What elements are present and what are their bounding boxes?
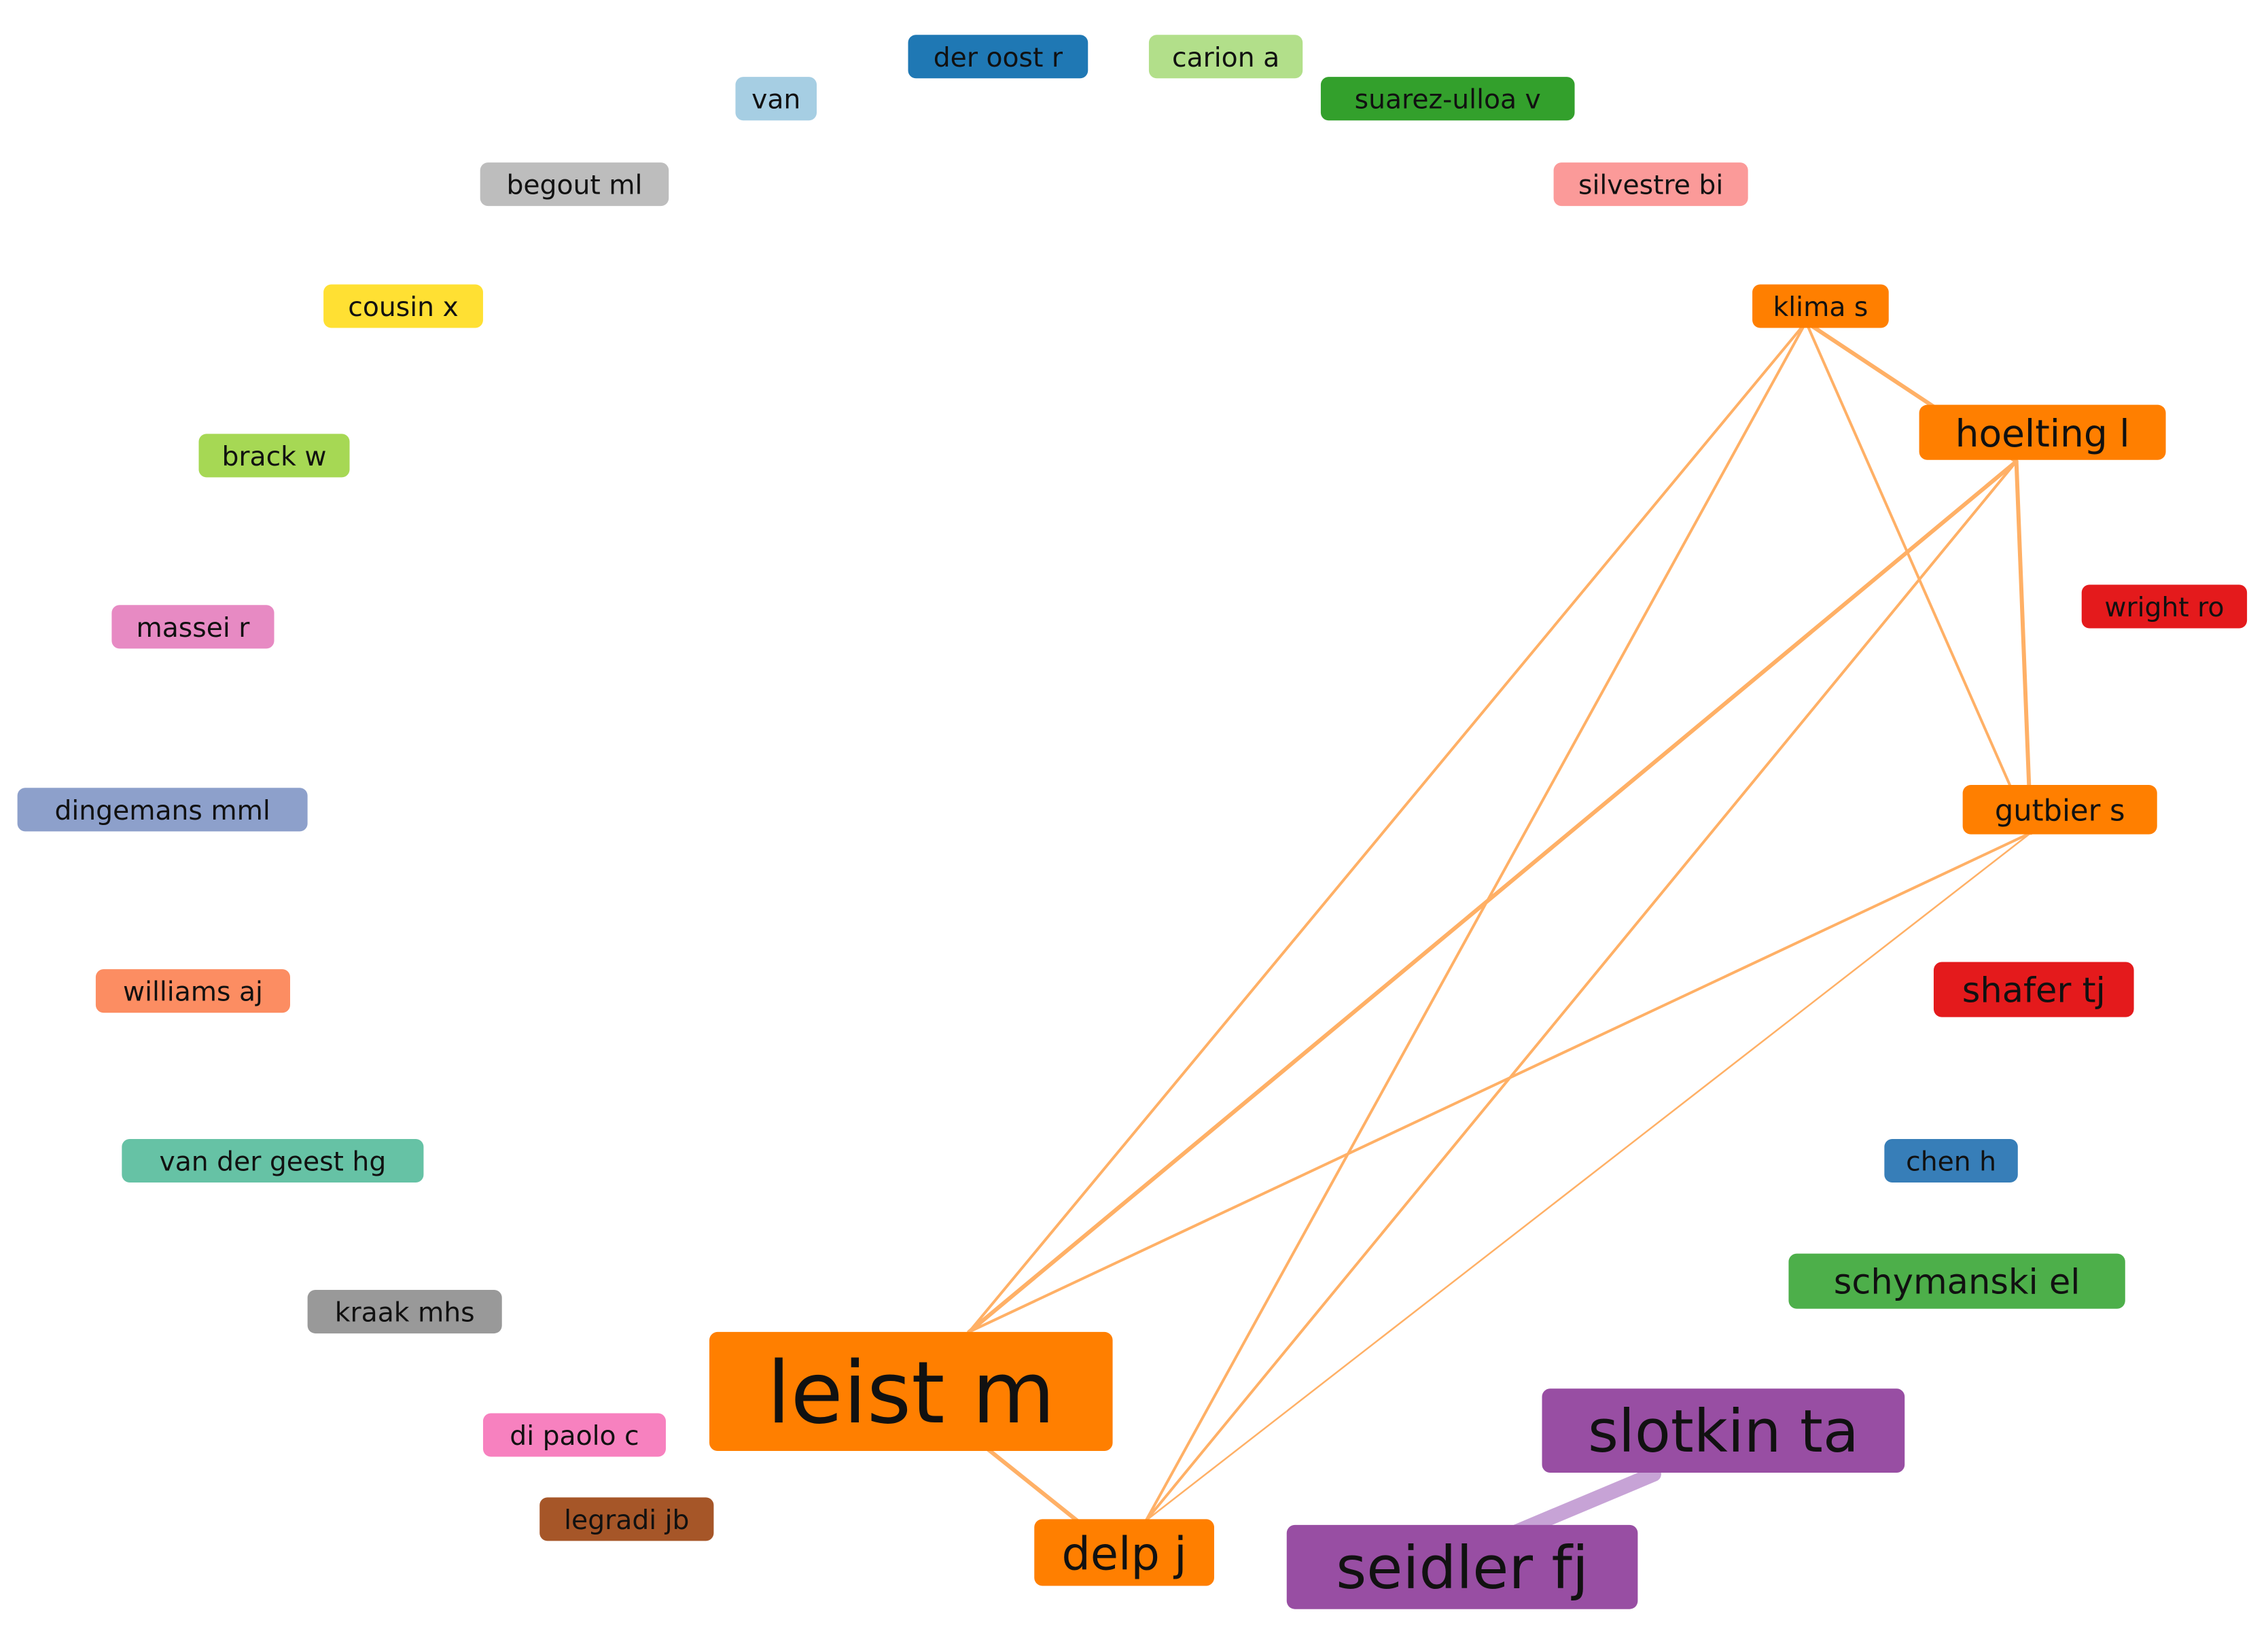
node-shafer-tj[interactable]: shafer tj (1933, 962, 2134, 1017)
node-der-oost-r[interactable]: der oost r (908, 35, 1088, 79)
edge-hoelting-l-delp-j (1144, 459, 2018, 1522)
node-label: massei r (136, 613, 250, 644)
node-box (122, 1138, 424, 1183)
node-box (111, 605, 274, 649)
node-van-der-geest-hg[interactable]: van der geest hg (122, 1138, 424, 1183)
node-leist-m[interactable]: leist m (709, 1331, 1113, 1451)
edge-klima-s-leist-m (968, 320, 1808, 1333)
node-massei-r[interactable]: massei r (111, 605, 274, 649)
node-label: cousin x (348, 292, 458, 323)
node-label: seidler fj (1336, 1535, 1589, 1602)
node-delp-j[interactable]: delp j (1034, 1519, 1214, 1586)
node-slotkin-ta[interactable]: slotkin ta (1542, 1388, 1905, 1473)
node-box (323, 284, 483, 328)
node-box (1788, 1253, 2125, 1309)
edge-hoelting-l-gutbier-s (2014, 459, 2033, 835)
node-box (1553, 162, 1748, 207)
node-hoelting-l[interactable]: hoelting l (1919, 404, 2166, 460)
node-label: brack w (222, 442, 326, 472)
node-box (539, 1497, 714, 1541)
node-label: kraak mhs (335, 1298, 475, 1329)
edge-gutbier-s-leist-m (968, 831, 2032, 1333)
node-box (1286, 1524, 1638, 1609)
node-box (735, 77, 817, 121)
node-begout-ml[interactable]: begout ml (480, 162, 669, 207)
node-label: carion a (1172, 43, 1279, 73)
node-label: williams aj (123, 977, 263, 1008)
node-label: klima s (1773, 292, 1868, 323)
node-chen-h[interactable]: chen h (1884, 1138, 2018, 1183)
node-seidler-fj[interactable]: seidler fj (1286, 1524, 1638, 1609)
edge-gutbier-s-delp-j (1145, 832, 2032, 1522)
node-van[interactable]: van (735, 77, 817, 121)
node-carion-a[interactable]: carion a (1148, 35, 1303, 79)
node-box (95, 969, 290, 1013)
node-label: leist m (767, 1343, 1055, 1443)
node-wright-ro[interactable]: wright ro (2081, 584, 2248, 629)
node-cousin-x[interactable]: cousin x (323, 284, 483, 328)
node-box (1320, 77, 1575, 121)
node-dingemans-mml[interactable]: dingemans mml (17, 788, 308, 832)
node-gutbier-s[interactable]: gutbier s (1962, 785, 2157, 835)
node-silvestre-bi[interactable]: silvestre bi (1553, 162, 1748, 207)
node-label: der oost r (934, 43, 1063, 73)
node-label: di paolo c (510, 1421, 639, 1452)
node-box (709, 1331, 1113, 1451)
node-klima-s[interactable]: klima s (1752, 284, 1889, 328)
node-box (1752, 284, 1889, 328)
node-box (480, 162, 669, 207)
node-label: shafer tj (1962, 971, 2106, 1011)
node-suarez-ulloa-v[interactable]: suarez-ulloa v (1320, 77, 1575, 121)
node-di-paolo-c[interactable]: di paolo c (482, 1413, 666, 1457)
edge-leist-m-delp-j (984, 1446, 1083, 1526)
node-box (198, 434, 350, 478)
node-label: slotkin ta (1588, 1398, 1859, 1466)
edge-hoelting-l-leist-m (967, 459, 2019, 1334)
node-legradi-jb[interactable]: legradi jb (539, 1497, 714, 1541)
node-brack-w[interactable]: brack w (198, 434, 350, 478)
node-label: silvestre bi (1578, 171, 1723, 201)
node-box (1148, 35, 1303, 79)
node-box (482, 1413, 666, 1457)
node-kraak-mhs[interactable]: kraak mhs (307, 1290, 502, 1334)
node-box (307, 1290, 502, 1334)
node-label: hoelting l (1955, 412, 2130, 455)
node-box (1962, 785, 2157, 835)
node-box (1034, 1519, 1214, 1586)
node-label: begout ml (506, 171, 642, 201)
node-box (2081, 584, 2248, 629)
node-label: gutbier s (1995, 794, 2125, 828)
node-label: suarez-ulloa v (1355, 85, 1541, 116)
node-label: wright ro (2104, 593, 2224, 623)
node-box (1933, 962, 2134, 1017)
node-label: van der geest hg (159, 1147, 386, 1178)
node-box (1884, 1138, 2018, 1183)
nodes-layer: der oost r carion a van suarez-ulloa v begou… (17, 35, 2248, 1609)
edge-klima-s-delp-j (1144, 320, 1808, 1522)
node-box (17, 788, 308, 832)
node-williams-aj[interactable]: williams aj (95, 969, 290, 1013)
node-box (1542, 1388, 1905, 1473)
node-label: schymanski el (1834, 1263, 2080, 1303)
edges-layer (967, 319, 2033, 1543)
node-label: van (751, 85, 800, 116)
node-box (908, 35, 1088, 79)
node-label: legradi jb (564, 1505, 689, 1536)
node-schymanski-el[interactable]: schymanski el (1788, 1253, 2125, 1309)
node-label: delp j (1062, 1527, 1187, 1580)
node-box (1919, 404, 2166, 460)
node-label: chen h (1906, 1147, 1996, 1178)
edge-klima-s-gutbier-s (1805, 320, 2032, 835)
node-label: dingemans mml (54, 796, 270, 826)
